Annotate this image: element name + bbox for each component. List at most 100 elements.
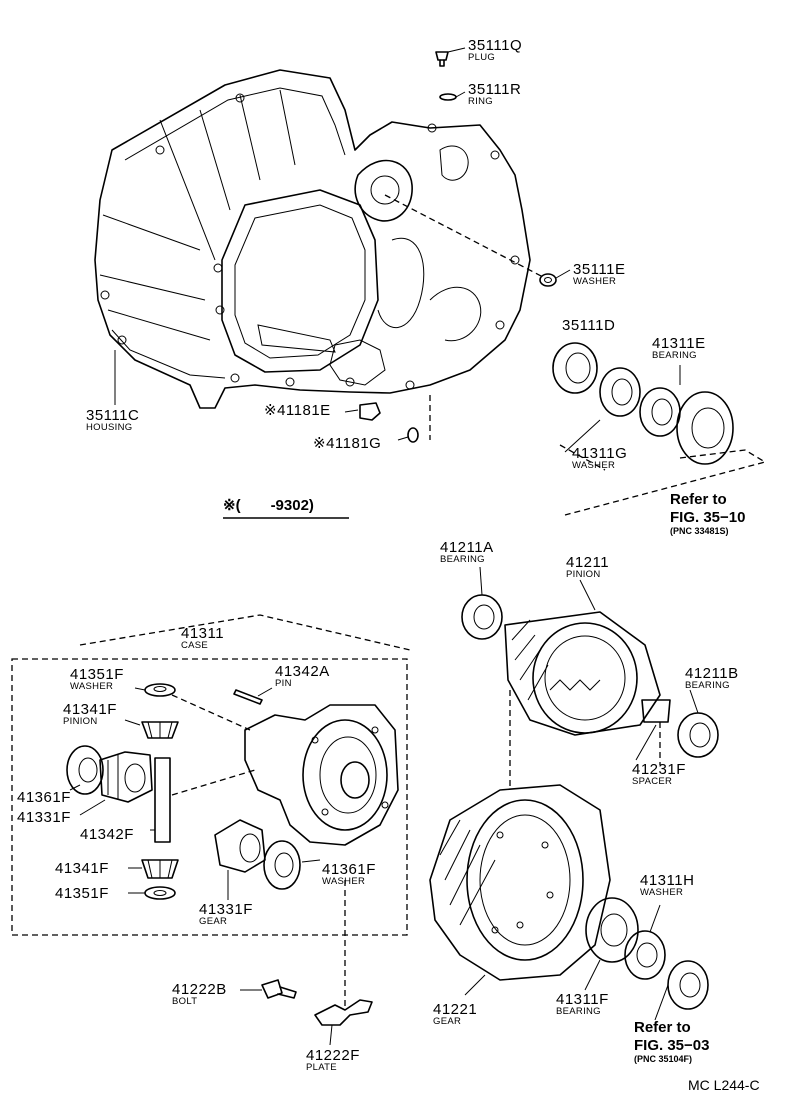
callout-part-41181e: ※41181E: [264, 403, 331, 418]
callout-bearing-41211b: 41211B BEARING: [685, 666, 739, 691]
part-number: 41222B: [172, 981, 227, 998]
callout-washer-35111e: 35111E WASHER: [573, 262, 626, 287]
part-description: BOLT: [172, 996, 198, 1007]
callout-pinion-41211: 41211 PINION: [566, 555, 609, 580]
part-number: 41351F: [70, 666, 124, 683]
callout-washer-41311h: 41311H WASHER: [640, 873, 694, 898]
part-number: 41311: [181, 625, 225, 642]
ref-line2: FIG. 35−10: [670, 509, 746, 526]
part-number: 41311F: [556, 991, 609, 1008]
callout-housing: 35111C HOUSING: [86, 408, 139, 433]
callout-bolt-41222b: 41222B BOLT: [172, 982, 227, 1007]
washer-41351f-bottom-drawing: [144, 886, 176, 900]
part-number: 41211B: [685, 665, 739, 682]
callout-gear-41331f: 41331F GEAR: [199, 902, 253, 927]
part-description: SPACER: [632, 776, 673, 787]
note-underline: [223, 517, 349, 519]
pinion-41341f-top-drawing: [141, 721, 179, 739]
part-number: 41361F: [17, 789, 71, 806]
callout-seal-35111d: 35111D: [562, 318, 615, 333]
ring-drawing: [439, 93, 457, 101]
part-number: 41342A: [275, 663, 330, 680]
callout-ring: 35111R RING: [468, 82, 521, 107]
callout-plate-41222f: 41222F PLATE: [306, 1048, 360, 1073]
callout-part-41181g: ※41181G: [313, 436, 381, 451]
part-number: 41351F: [55, 885, 109, 902]
bearing-41311f-drawing: [585, 897, 639, 963]
part-41181g-drawing: [407, 427, 419, 443]
bearing-41211b-drawing: [677, 712, 719, 758]
callout-washer-41351f-top: 41351F WASHER: [70, 667, 124, 692]
part-description: BEARING: [440, 554, 485, 565]
part-description: CASE: [181, 640, 209, 651]
ref-line1: Refer to: [634, 1019, 691, 1036]
callout-leaders: [69, 47, 699, 1046]
part-number: 41221: [433, 1001, 478, 1018]
part-description: WASHER: [322, 876, 366, 887]
part-description: BEARING: [652, 350, 697, 361]
part-number: 35111Q: [468, 37, 523, 54]
washer-41311g-drawing: [599, 367, 641, 417]
part-number: 41311G: [572, 445, 628, 462]
part-description: WASHER: [572, 460, 616, 471]
part-number: 35111C: [86, 407, 140, 424]
part-number: 41222F: [306, 1047, 360, 1064]
part-number: 35111E: [573, 261, 626, 278]
part-number: 41331F: [199, 901, 253, 918]
washer-41361f-drawing: [263, 840, 301, 890]
footer-code: MC L244-C: [688, 1077, 760, 1093]
part-number: 41342F: [80, 826, 134, 843]
part-number: 41211A: [440, 539, 494, 556]
case-leader: [79, 614, 411, 651]
part-number: 41311H: [640, 872, 695, 889]
part-description: BEARING: [685, 680, 730, 691]
ref-line3: (PNC 33481S): [670, 526, 729, 536]
part-description: PINION: [63, 716, 98, 727]
pinion-41211-drawing: [504, 611, 661, 736]
part-description: GEAR: [199, 916, 228, 927]
part-number: 41341F: [63, 701, 117, 718]
gear-41331f-left-drawing: [99, 751, 153, 803]
bearing-ref-bottom-drawing: [667, 960, 709, 1010]
part-number: 41331F: [17, 809, 71, 826]
part-number: 35111D: [562, 317, 616, 334]
callout-part-41361f-left: 41361F: [17, 790, 71, 805]
callout-part-41331f-left: 41331F: [17, 810, 71, 825]
part-number: 41211: [566, 554, 610, 571]
callout-bearing-41311f: 41311F BEARING: [556, 992, 609, 1017]
part-number: 41361F: [322, 861, 376, 878]
callout-part-41351f-bottom: 41351F: [55, 886, 109, 901]
washer-41361f-left-drawing: [66, 745, 104, 795]
part-number: 41311E: [652, 335, 706, 352]
ref-line1: Refer to: [670, 491, 727, 508]
bearing-41211a-drawing: [461, 594, 503, 640]
callout-spacer-41231f: 41231F SPACER: [632, 762, 686, 787]
leader-washer-35111e: [384, 194, 546, 279]
plug-drawing: [435, 51, 449, 67]
part-description: GEAR: [433, 1016, 462, 1027]
ref-line2: FIG. 35−03: [634, 1037, 710, 1054]
ref-top-leader: [559, 444, 767, 516]
part-description: WASHER: [573, 276, 617, 287]
part-description: PIN: [275, 678, 292, 689]
callout-case-41311: 41311 CASE: [181, 626, 224, 651]
pinion-leaders: [509, 690, 661, 790]
part-description: PINION: [566, 569, 601, 580]
ref-bottom: Refer to FIG. 35−03 (PNC 35104F): [634, 1020, 709, 1064]
ref-bottom-leader: [654, 984, 669, 1021]
plate-41222f-drawing: [314, 999, 373, 1026]
callout-part-41341f-bottom: 41341F: [55, 861, 109, 876]
case-group-box: [11, 658, 408, 936]
callout-pinion-41341f-top: 41341F PINION: [63, 702, 117, 727]
callout-bearing-41311e: 41311E BEARING: [652, 336, 706, 361]
pin-41342a-drawing: [233, 689, 263, 705]
part-number: 41231F: [632, 761, 686, 778]
spacer-41231f-drawing: [641, 699, 671, 723]
part-description: RING: [468, 96, 493, 107]
callout-bearing-41211a: 41211A BEARING: [440, 540, 494, 565]
callout-part-41342f: 41342F: [80, 827, 134, 842]
part-number: 41341F: [55, 860, 109, 877]
shaft-41342f-drawing: [154, 757, 171, 843]
